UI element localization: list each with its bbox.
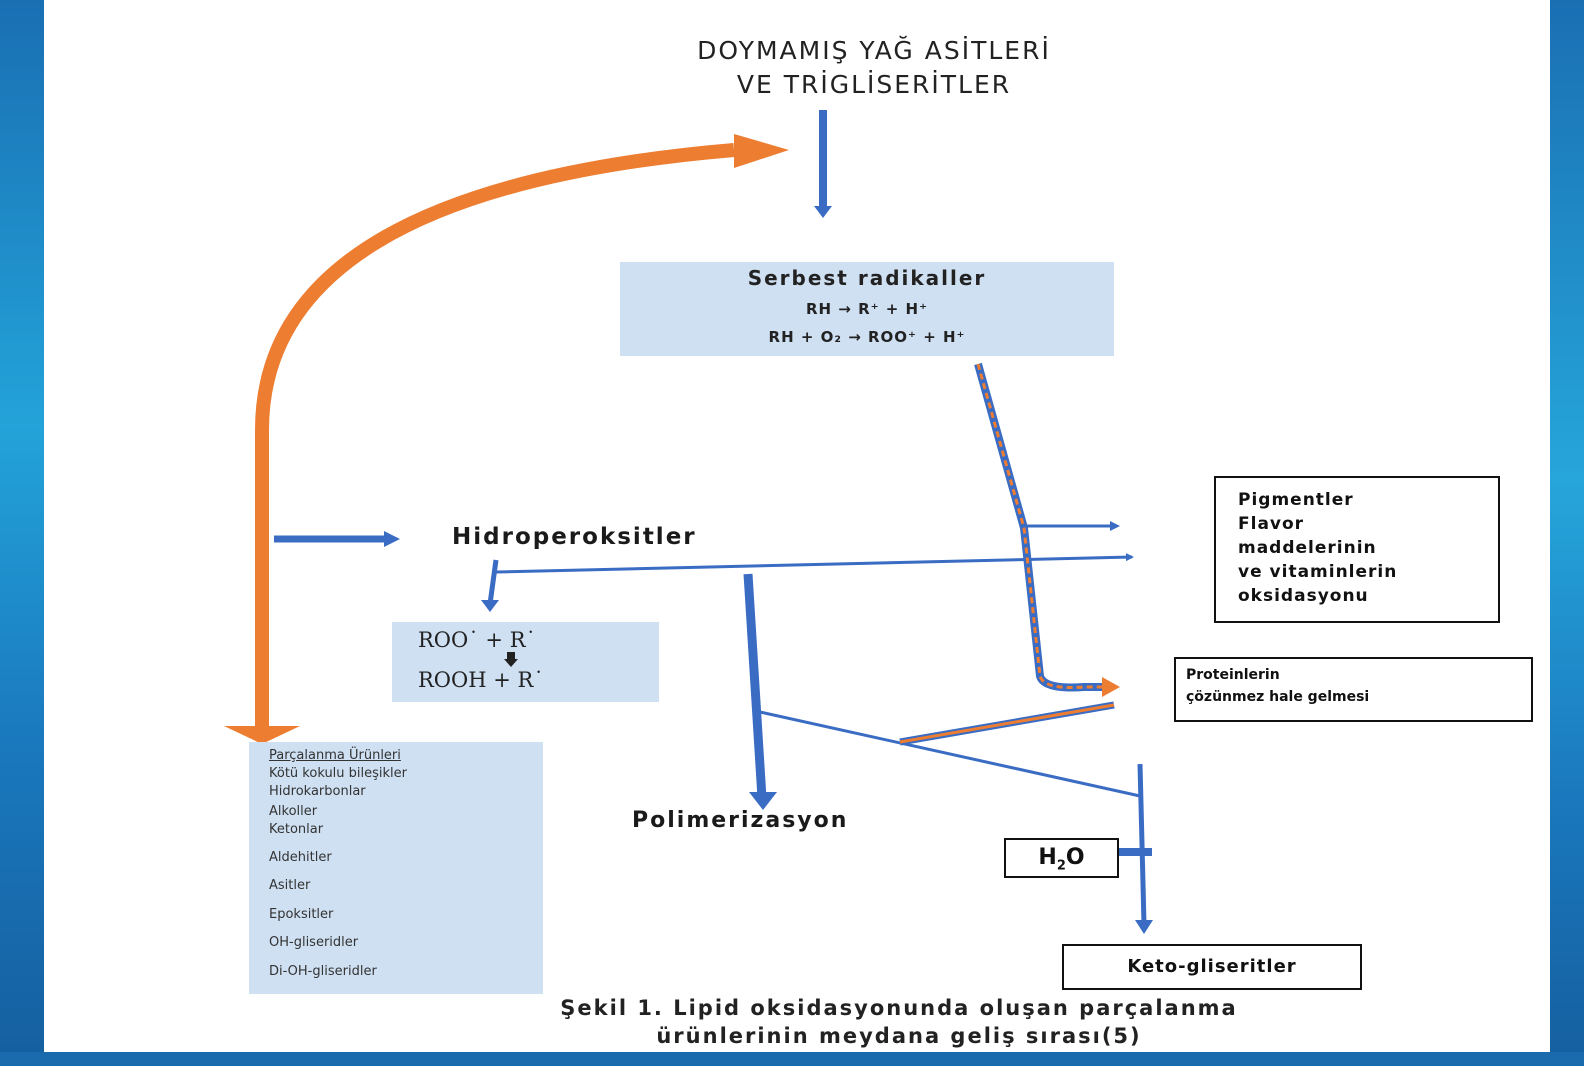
title-line-1: DOYMAMIŞ YAĞ ASİTLERİ bbox=[697, 36, 1051, 65]
hydroperoxides-label: Hidroperoksitler bbox=[452, 524, 697, 550]
background-bottom-edge bbox=[0, 1052, 1584, 1066]
radicals-box: Serbest radikaller RH → R⁺ + H⁺ RH + O₂ … bbox=[620, 262, 1114, 356]
product-item: Kötü kokulu bileşikler bbox=[269, 766, 408, 781]
pigments-line: maddelerinin bbox=[1238, 538, 1377, 558]
pigments-line: oksidasyonu bbox=[1238, 586, 1369, 606]
diagram-title: DOYMAMIŞ YAĞ ASİTLERİ VE TRİGLİSERİTLER bbox=[604, 34, 1144, 102]
title-line-2: VE TRİGLİSERİTLER bbox=[736, 70, 1012, 99]
polymerization-label: Polimerizasyon bbox=[632, 808, 849, 833]
pigments-line: ve vitaminlerin bbox=[1238, 562, 1398, 582]
roo-line-2: ROOH + R˙ bbox=[418, 668, 544, 692]
product-item: Ketonlar bbox=[269, 822, 324, 837]
products-heading: Parçalanma Ürünleri bbox=[269, 748, 401, 763]
roo-down-arrow-icon bbox=[504, 652, 518, 667]
arrow-radicals-to-proteins bbox=[976, 363, 1106, 689]
water-o: O bbox=[1065, 845, 1085, 870]
radicals-heading: Serbest radikaller bbox=[747, 266, 987, 290]
caption-line-1: Şekil 1. Lipid oksidasyonunda oluşan par… bbox=[560, 996, 1238, 1020]
branch-diagonal bbox=[759, 710, 1141, 798]
product-item: Aldehitler bbox=[269, 850, 332, 865]
orange-arrowhead-down bbox=[224, 726, 300, 744]
roo-box: ROO˙ + R˙ ROOH + R˙ bbox=[392, 622, 659, 702]
radicals-equation-1: RH → R⁺ + H⁺ bbox=[805, 300, 929, 318]
diagram-canvas: DOYMAMIŞ YAĞ ASİTLERİ VE TRİGLİSERİTLER … bbox=[44, 0, 1550, 1052]
background-right-edge bbox=[1550, 0, 1584, 1066]
radicals-equation-2: RH + O₂ → ROO⁺ + H⁺ bbox=[768, 328, 966, 346]
pigments-box: Pigmentler Flavor maddelerinin ve vitami… bbox=[1214, 476, 1500, 623]
branch-horizontal bbox=[495, 553, 1134, 574]
water-box: H2O bbox=[1004, 838, 1119, 878]
proteins-line-1: Proteinlerin bbox=[1186, 667, 1280, 683]
proteins-box: Proteinlerin çözünmez hale gelmesi bbox=[1174, 657, 1533, 722]
product-item: Alkoller bbox=[269, 804, 318, 819]
keto-glycerides-box: Keto-gliseritler bbox=[1062, 944, 1362, 990]
arrow-to-polymerization bbox=[743, 573, 767, 799]
product-item: Epoksitler bbox=[269, 907, 334, 922]
background-left-edge bbox=[0, 0, 44, 1066]
arrow-to-keto bbox=[1137, 763, 1147, 925]
product-item: Hidrokarbonlar bbox=[269, 784, 366, 799]
arrow-to-roo bbox=[487, 559, 499, 605]
proteins-line-2: çözünmez hale gelmesi bbox=[1186, 689, 1370, 705]
pigments-line: Flavor bbox=[1238, 514, 1305, 534]
water-subscript: 2 bbox=[1056, 858, 1066, 874]
figure-caption: Şekil 1. Lipid oksidasyonunda oluşan par… bbox=[384, 994, 1414, 1050]
products-box: Parçalanma Ürünleri Kötü kokulu bileşikl… bbox=[249, 742, 543, 994]
product-item: Di-OH-gliseridler bbox=[269, 964, 377, 979]
product-item: Asitler bbox=[269, 878, 311, 893]
caption-line-2: ürünlerinin meydana geliş sırası(5) bbox=[656, 1024, 1142, 1048]
arrow-to-proteins bbox=[899, 703, 1115, 744]
product-item: OH-gliseridler bbox=[269, 935, 359, 950]
orange-feedback-curve bbox=[255, 143, 735, 732]
roo-line-1: ROO˙ + R˙ bbox=[418, 628, 537, 652]
pigments-line: Pigmentler bbox=[1238, 490, 1354, 510]
orange-arrowhead-top bbox=[734, 134, 789, 168]
water-h: H bbox=[1038, 845, 1057, 870]
